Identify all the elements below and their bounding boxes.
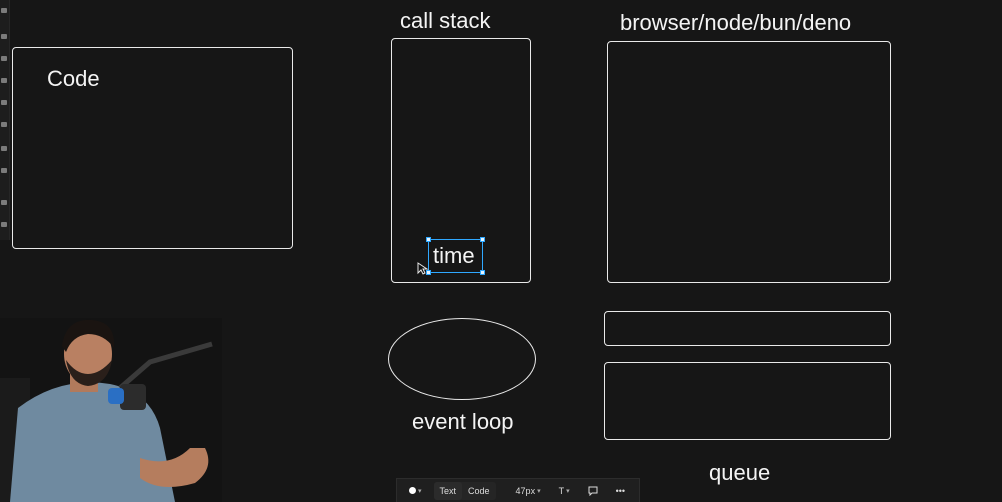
pen-tool-icon[interactable] — [1, 146, 7, 151]
call-stack-label: call stack — [400, 8, 491, 33]
resize-handle-bl[interactable] — [426, 270, 431, 275]
ellipse-tool-icon[interactable] — [1, 78, 7, 83]
call-stack-box[interactable] — [391, 38, 531, 283]
text-format-toolbar: ▾ Text Code 47px▾ T▾ ••• — [396, 478, 640, 502]
color-dot-icon — [409, 487, 416, 494]
tool-strip — [0, 0, 10, 240]
text-tool-icon[interactable] — [1, 168, 7, 173]
rectangle-tool-icon[interactable] — [1, 56, 7, 61]
more-button[interactable]: ••• — [610, 482, 631, 500]
time-text[interactable]: time — [433, 243, 475, 268]
runtime-box[interactable] — [607, 41, 891, 283]
comment-icon — [588, 486, 598, 496]
code-box[interactable] — [12, 47, 293, 249]
font-size-select[interactable]: 47px▾ — [515, 485, 541, 496]
code-tab[interactable]: Code — [468, 485, 490, 496]
text-style-select[interactable]: T▾ — [558, 485, 570, 496]
resize-handle-tl[interactable] — [426, 237, 431, 242]
arrow-tool-icon[interactable] — [1, 100, 7, 105]
selection-box[interactable] — [428, 239, 483, 273]
queue-box-small[interactable] — [604, 311, 891, 346]
text-tab[interactable]: Text — [433, 481, 463, 500]
text-style-value: T — [558, 485, 565, 496]
select-tool-icon[interactable] — [1, 8, 7, 13]
runtime-label: browser/node/bun/deno — [620, 10, 852, 35]
event-loop-ellipse[interactable] — [388, 318, 536, 400]
presenter-figure — [0, 318, 222, 502]
more-icon: ••• — [615, 485, 626, 496]
webcam-overlay — [0, 318, 222, 502]
image-tool-icon[interactable] — [1, 200, 7, 205]
event-loop-label: event loop — [412, 409, 514, 434]
queue-label: queue — [709, 460, 771, 485]
code-label: Code — [47, 66, 100, 91]
queue-box-large[interactable] — [604, 362, 891, 440]
resize-handle-tr[interactable] — [480, 237, 485, 242]
color-picker-button[interactable]: ▾ — [403, 482, 428, 500]
resize-handle-br[interactable] — [480, 270, 485, 275]
eraser-tool-icon[interactable] — [1, 222, 7, 227]
line-tool-icon[interactable] — [1, 122, 7, 127]
mode-toggle: Text Code — [433, 481, 496, 500]
comment-button[interactable] — [582, 482, 604, 500]
cursor-icon — [417, 262, 429, 275]
font-size-value: 47px — [515, 485, 536, 496]
hand-tool-icon[interactable] — [1, 34, 7, 39]
